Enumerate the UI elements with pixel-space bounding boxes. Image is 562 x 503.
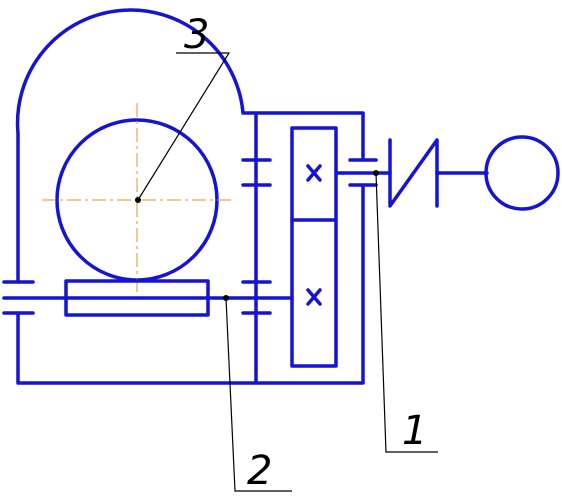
spur-gear-stack	[290, 126, 338, 368]
gear-lower-cross-icon	[306, 288, 322, 306]
housing-outline	[15, 8, 365, 385]
gear-upper-cross-icon	[306, 164, 322, 182]
callout-2-label: 2	[247, 448, 272, 494]
spur-gear-pair	[290, 126, 338, 368]
bearing-supports	[2, 158, 378, 315]
callout-1-label: 1	[402, 408, 427, 454]
leader-2	[225, 297, 292, 492]
leader-3	[137, 52, 231, 201]
leader-lines	[135, 52, 438, 492]
reducer-housing	[15, 8, 365, 385]
leader-1	[375, 172, 438, 453]
callout-3-label: 3	[184, 12, 209, 58]
driven-drum	[484, 135, 560, 211]
coupling-symbol	[388, 138, 439, 208]
